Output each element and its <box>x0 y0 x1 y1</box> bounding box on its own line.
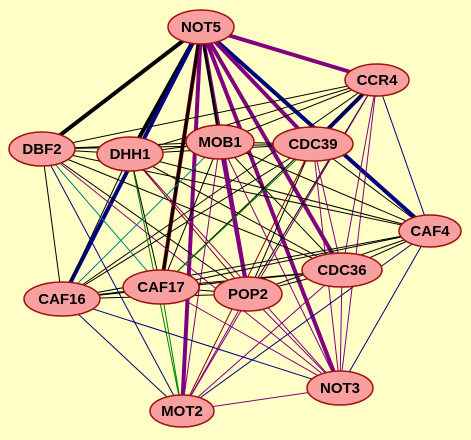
node-ellipse[interactable] <box>122 269 200 305</box>
edge-not5-caf17 <box>159 25 203 289</box>
edge-caf4-not3 <box>339 230 431 389</box>
node-mob1[interactable]: MOB1 <box>185 124 255 160</box>
edge-not5-not3 <box>199 25 342 390</box>
edge-cdc39-caf17 <box>160 143 314 288</box>
edge-mob1-caf17 <box>160 141 221 288</box>
node-caf4[interactable]: CAF4 <box>398 214 462 248</box>
node-pop2[interactable]: POP2 <box>213 276 283 312</box>
node-ellipse[interactable] <box>213 276 283 312</box>
edge-ccr4-caf4 <box>376 79 431 232</box>
edge-mob1-mot2 <box>181 141 221 412</box>
node-not3[interactable]: NOT3 <box>306 370 374 406</box>
edge-ccr4-dhh1 <box>129 79 378 155</box>
edge-mob1-cdc36 <box>219 141 343 271</box>
edge-ccr4-caf16 <box>61 79 378 300</box>
node-ellipse[interactable] <box>344 63 410 97</box>
node-ellipse[interactable] <box>96 136 164 172</box>
edge-cdc36-mot2 <box>181 269 343 412</box>
edge-dbf2-mot2 <box>41 148 183 412</box>
edge-dhh1-caf16 <box>61 153 131 300</box>
edge-dbf2-not3 <box>41 148 341 389</box>
edge-cdc36-not3 <box>339 269 343 389</box>
node-label: CDC36 <box>317 262 366 279</box>
node-label: MOT2 <box>161 403 203 420</box>
node-label: CCR4 <box>357 72 398 89</box>
node-label: CAF17 <box>137 279 185 296</box>
node-label: MOB1 <box>198 134 241 151</box>
node-dhh1[interactable]: DHH1 <box>96 136 164 172</box>
node-caf17[interactable]: CAF17 <box>122 269 200 305</box>
node-label: DHH1 <box>110 146 151 163</box>
edge-dbf2-pop2 <box>41 148 249 295</box>
edge-not5-dbf2 <box>40 25 203 151</box>
node-label: NOT3 <box>320 380 360 397</box>
node-not5[interactable]: NOT5 <box>167 9 235 45</box>
node-ellipse[interactable] <box>185 124 255 160</box>
node-ellipse[interactable] <box>272 126 354 162</box>
edge-caf16-mot2 <box>61 298 183 412</box>
node-ccr4[interactable]: CCR4 <box>344 63 410 97</box>
node-ellipse[interactable] <box>23 281 101 317</box>
edge-dhh1-caf17 <box>129 153 162 288</box>
node-label: NOT5 <box>181 19 221 36</box>
node-ellipse[interactable] <box>301 252 383 288</box>
edge-mob1-caf16 <box>61 141 221 300</box>
node-cdc39[interactable]: CDC39 <box>272 126 354 162</box>
edge-ccr4-not3 <box>339 79 378 389</box>
node-ellipse[interactable] <box>167 9 235 45</box>
edge-dbf2-cdc39 <box>41 143 314 150</box>
node-ellipse[interactable] <box>149 394 215 428</box>
edge-cdc39-caf16 <box>61 143 314 300</box>
edge-not5-cdc39 <box>199 25 315 146</box>
node-label: DBF2 <box>22 141 61 158</box>
edge-caf16-not3 <box>61 298 341 389</box>
node-mot2[interactable]: MOT2 <box>149 394 215 428</box>
edge-dbf2-caf16 <box>41 148 63 300</box>
edge-caf4-mot2 <box>181 230 431 412</box>
edge-cdc39-pop2 <box>247 143 314 295</box>
node-cdc36[interactable]: CDC36 <box>301 252 383 288</box>
node-label: POP2 <box>228 286 268 303</box>
node-ellipse[interactable] <box>306 370 374 406</box>
edge-not5-mob1 <box>199 25 222 144</box>
edge-mob1-caf4 <box>219 141 431 232</box>
edge-dhh1-pop2 <box>129 153 249 295</box>
edge-not5-cdc36 <box>199 25 344 272</box>
edge-dhh1-caf4 <box>129 153 431 232</box>
node-ellipse[interactable] <box>398 214 462 248</box>
edge-mob1-not3 <box>219 141 341 389</box>
node-label: CAF4 <box>410 223 450 240</box>
node-dbf2[interactable]: DBF2 <box>8 131 76 167</box>
node-label: CDC39 <box>288 136 337 153</box>
edge-caf17-not3 <box>160 286 341 389</box>
node-label: CAF16 <box>38 291 86 308</box>
edge-dhh1-cdc36 <box>129 153 343 271</box>
edge-pop2-mot2 <box>181 293 249 412</box>
edge-dhh1-not3 <box>129 153 341 389</box>
node-ellipse[interactable] <box>8 131 76 167</box>
edge-cdc39-cdc36 <box>312 143 343 271</box>
edge-caf4-caf17 <box>160 230 431 288</box>
node-caf16[interactable]: CAF16 <box>23 281 101 317</box>
edge-ccr4-dbf2 <box>41 79 378 150</box>
edge-dbf2-caf17 <box>41 148 162 288</box>
edge-caf17-mot2 <box>160 286 183 412</box>
edge-ccr4-cdc36 <box>341 79 378 271</box>
